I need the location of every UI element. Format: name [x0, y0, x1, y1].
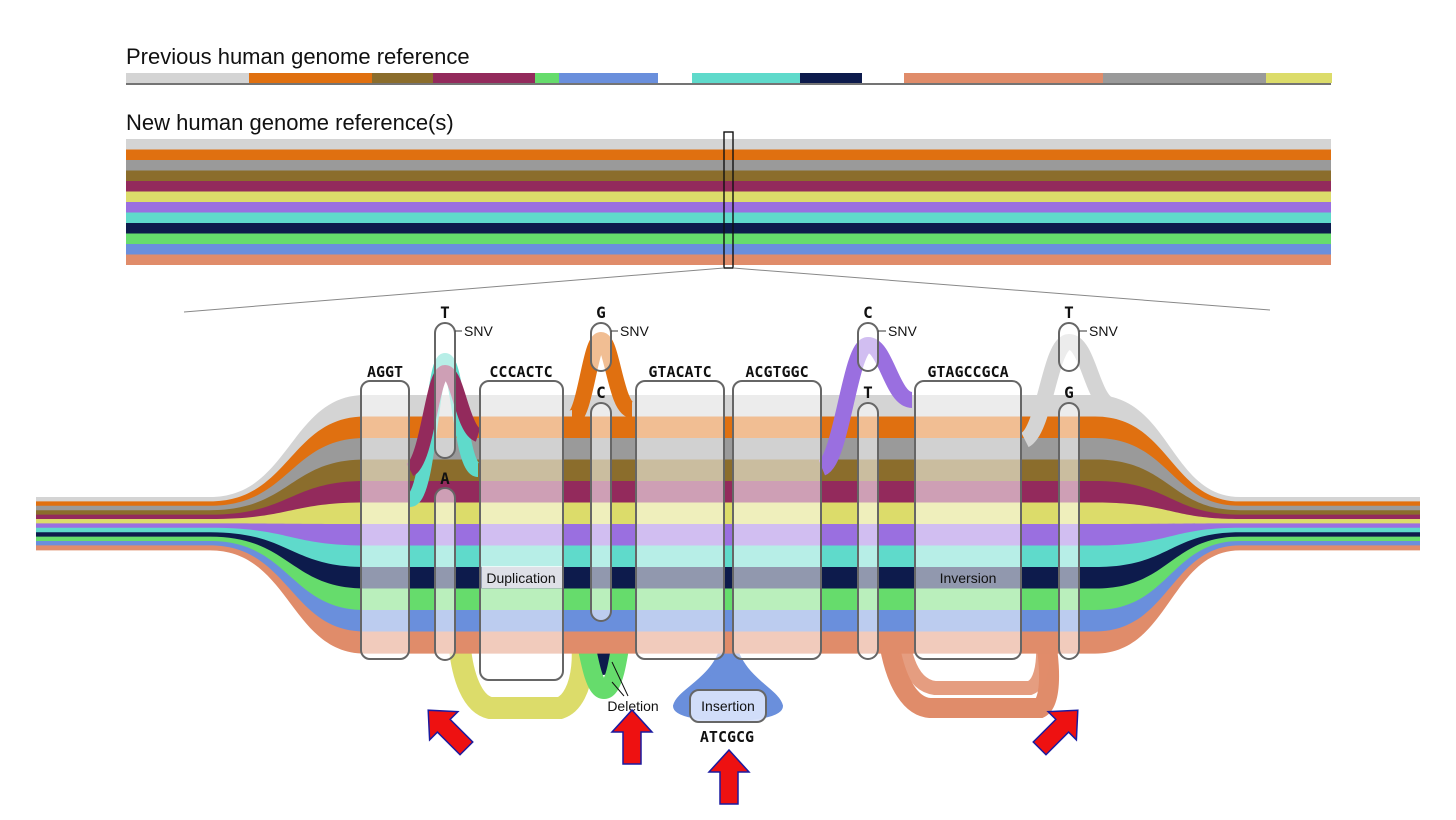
node-snv4-alt — [1058, 322, 1080, 372]
previous-reference-bar — [126, 73, 1332, 83]
seq-label-aggt: AGGT — [367, 363, 403, 381]
deletion-pointer-1 — [611, 661, 629, 697]
snv1-alt-base: T — [440, 303, 450, 322]
arrow-deletion — [611, 709, 653, 765]
node-snv1-ref — [434, 487, 456, 661]
node-snv3-alt — [857, 322, 879, 372]
path-orange — [36, 416, 1420, 507]
new-track-teal — [126, 212, 1331, 223]
new-track-light_gray — [126, 139, 1331, 150]
previous-segment-olive — [372, 73, 433, 83]
previous-segment-light_gray — [126, 73, 249, 83]
arrow-insertion — [708, 749, 750, 805]
new-reference-tracks — [126, 139, 1331, 265]
path-light_gray — [36, 395, 1420, 502]
new-track-yellow — [126, 191, 1331, 202]
previous-segment-green — [535, 73, 559, 83]
node-gtacatc — [635, 380, 725, 660]
previous-segment-gray — [1103, 73, 1266, 83]
snv3-label: SNV — [888, 323, 917, 339]
snv2-label: SNV — [620, 323, 649, 339]
inversion-label: Inversion — [940, 570, 997, 586]
duplication-label-bg — [482, 566, 562, 588]
sequence-nodes — [360, 322, 1080, 723]
previous-reference-title: Previous human genome reference — [126, 44, 470, 69]
node-snv3-ref — [857, 402, 879, 660]
node-snv1-alt — [434, 322, 456, 459]
snv2-alt-base: G — [596, 303, 606, 322]
snv4-label: SNV — [1089, 323, 1118, 339]
previous-segment-teal — [692, 73, 800, 83]
previous-segment-salmon — [904, 73, 1103, 83]
path-salmon — [36, 545, 1420, 654]
previous-segment-navy — [800, 73, 862, 83]
node-gtagccgca — [914, 380, 1022, 660]
previous-segment-maroon — [433, 73, 535, 83]
new-track-orange — [126, 149, 1331, 160]
snv3-alt-base: C — [863, 303, 873, 322]
new-track-salmon — [126, 254, 1331, 265]
path-blue — [36, 541, 1420, 633]
previous-segment-blue — [559, 73, 658, 83]
new-reference-title: New human genome reference(s) — [126, 110, 454, 135]
snv2-ref-base: C — [596, 383, 606, 402]
new-track-olive — [126, 170, 1331, 181]
node-aggt — [360, 380, 410, 660]
genome-path-bundle — [36, 395, 1420, 654]
previous-segment-yellow — [1266, 73, 1332, 83]
snv4-alt-base: T — [1064, 303, 1074, 322]
snv3-ref-base: T — [863, 383, 873, 402]
zoom-line-right — [732, 267, 1271, 311]
seq-label-acgtggc: ACGTGGC — [745, 363, 808, 381]
deletion-pointer-2 — [611, 681, 625, 697]
node-snv2-ref — [590, 402, 612, 622]
new-track-navy — [126, 223, 1331, 234]
new-track-purple — [126, 202, 1331, 213]
new-track-green — [126, 233, 1331, 244]
previous-segment-orange — [249, 73, 372, 83]
deletion-label: Deletion — [607, 698, 658, 714]
seq-label-gtacatc: GTACATC — [648, 363, 711, 381]
node-cccactc — [479, 380, 564, 681]
snv1-label: SNV — [464, 323, 493, 339]
snv1-ref-base: A — [440, 469, 450, 488]
seq-label-cccactc: CCCACTC — [489, 363, 552, 381]
node-snv4-ref — [1058, 402, 1080, 660]
zoom-line-left — [183, 267, 725, 313]
new-track-blue — [126, 244, 1331, 255]
duplication-label: Duplication — [486, 570, 555, 586]
seq-label-gtagccgca: GTAGCCGCA — [927, 363, 1008, 381]
new-track-gray — [126, 160, 1331, 171]
snv4-ref-base: G — [1064, 383, 1074, 402]
node-acgtggc — [732, 380, 822, 660]
zoom-window — [723, 131, 734, 269]
node-snv2-alt — [590, 322, 612, 372]
node-insertion — [689, 689, 767, 723]
insertion-label: Insertion — [701, 698, 755, 714]
new-track-maroon — [126, 181, 1331, 192]
seq-label-atcgcg: ATCGCG — [700, 728, 754, 746]
